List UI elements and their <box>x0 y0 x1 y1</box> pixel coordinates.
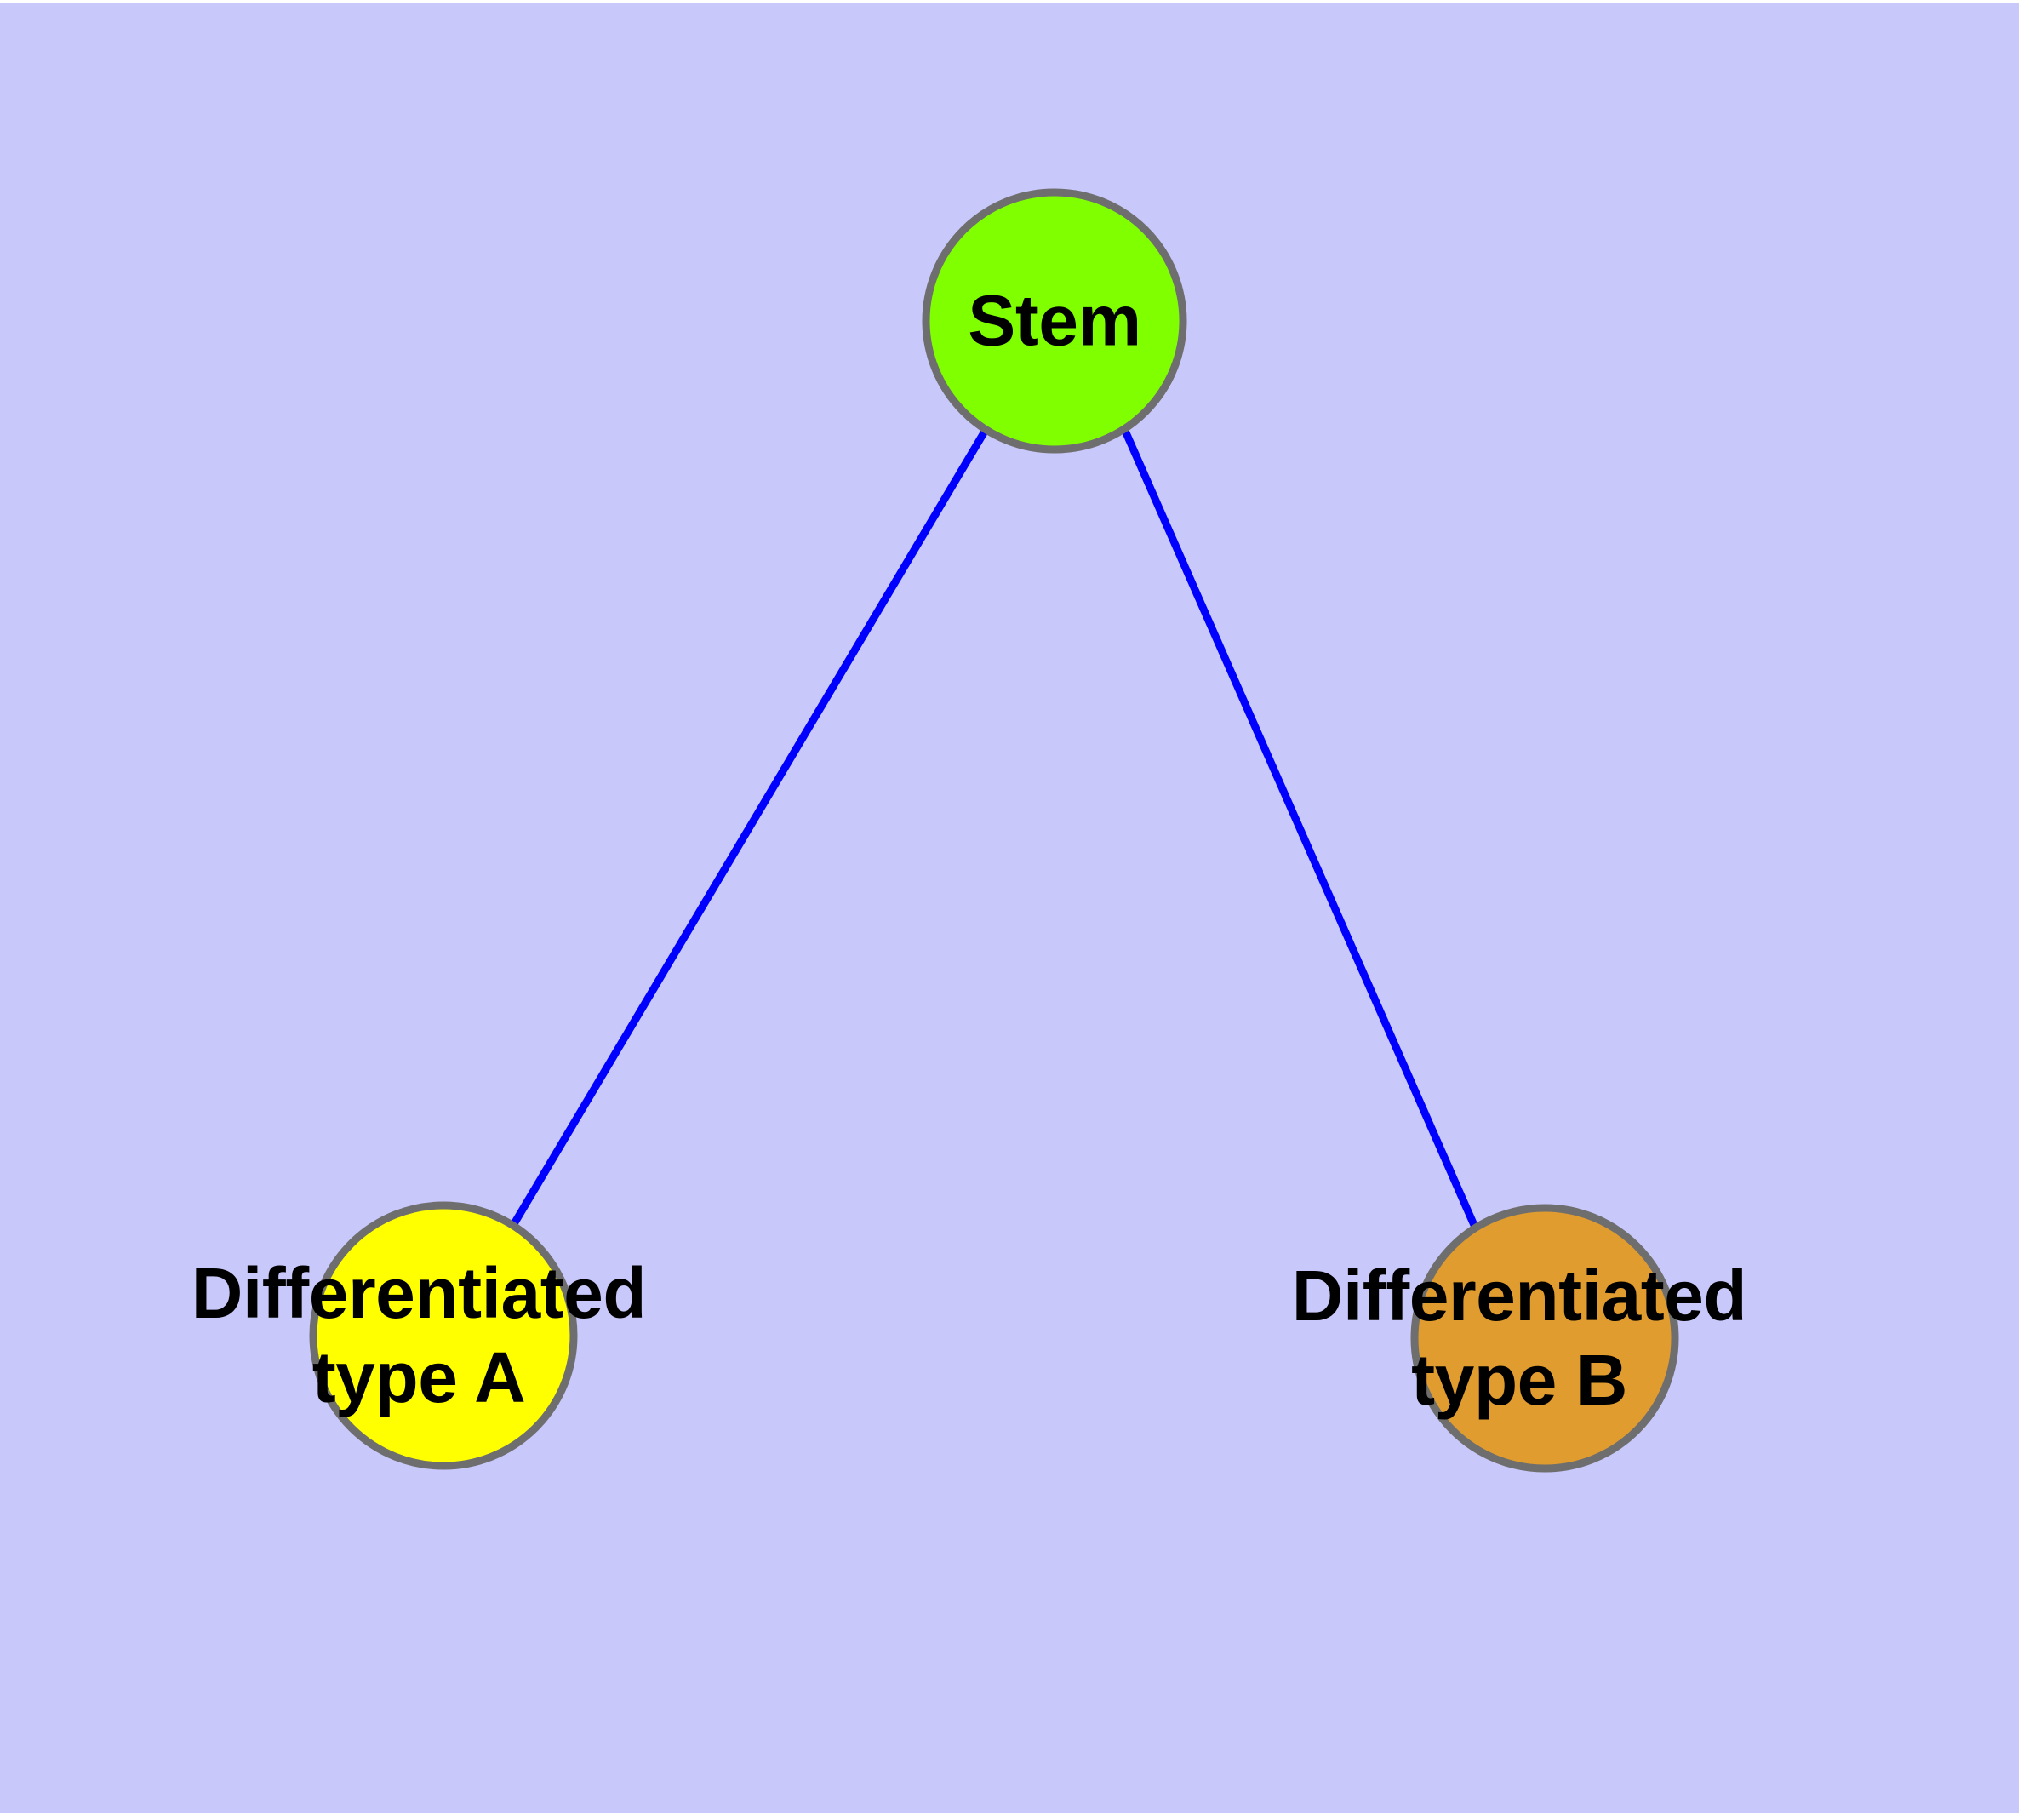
edge-stem-to-differentiated-type-a <box>509 427 989 1229</box>
edge-stem-to-differentiated-type-b <box>1121 429 1481 1233</box>
node-differentiated-type-b[interactable] <box>1410 1204 1679 1473</box>
node-stem[interactable] <box>922 188 1187 454</box>
node-differentiated-type-a[interactable] <box>309 1201 578 1470</box>
node-link-graph <box>309 188 1679 1473</box>
node-layer <box>309 188 1679 1473</box>
edge-layer <box>509 427 1481 1233</box>
diagram-plot-area: Stem Differentiated type A Differentiate… <box>0 3 2019 1813</box>
